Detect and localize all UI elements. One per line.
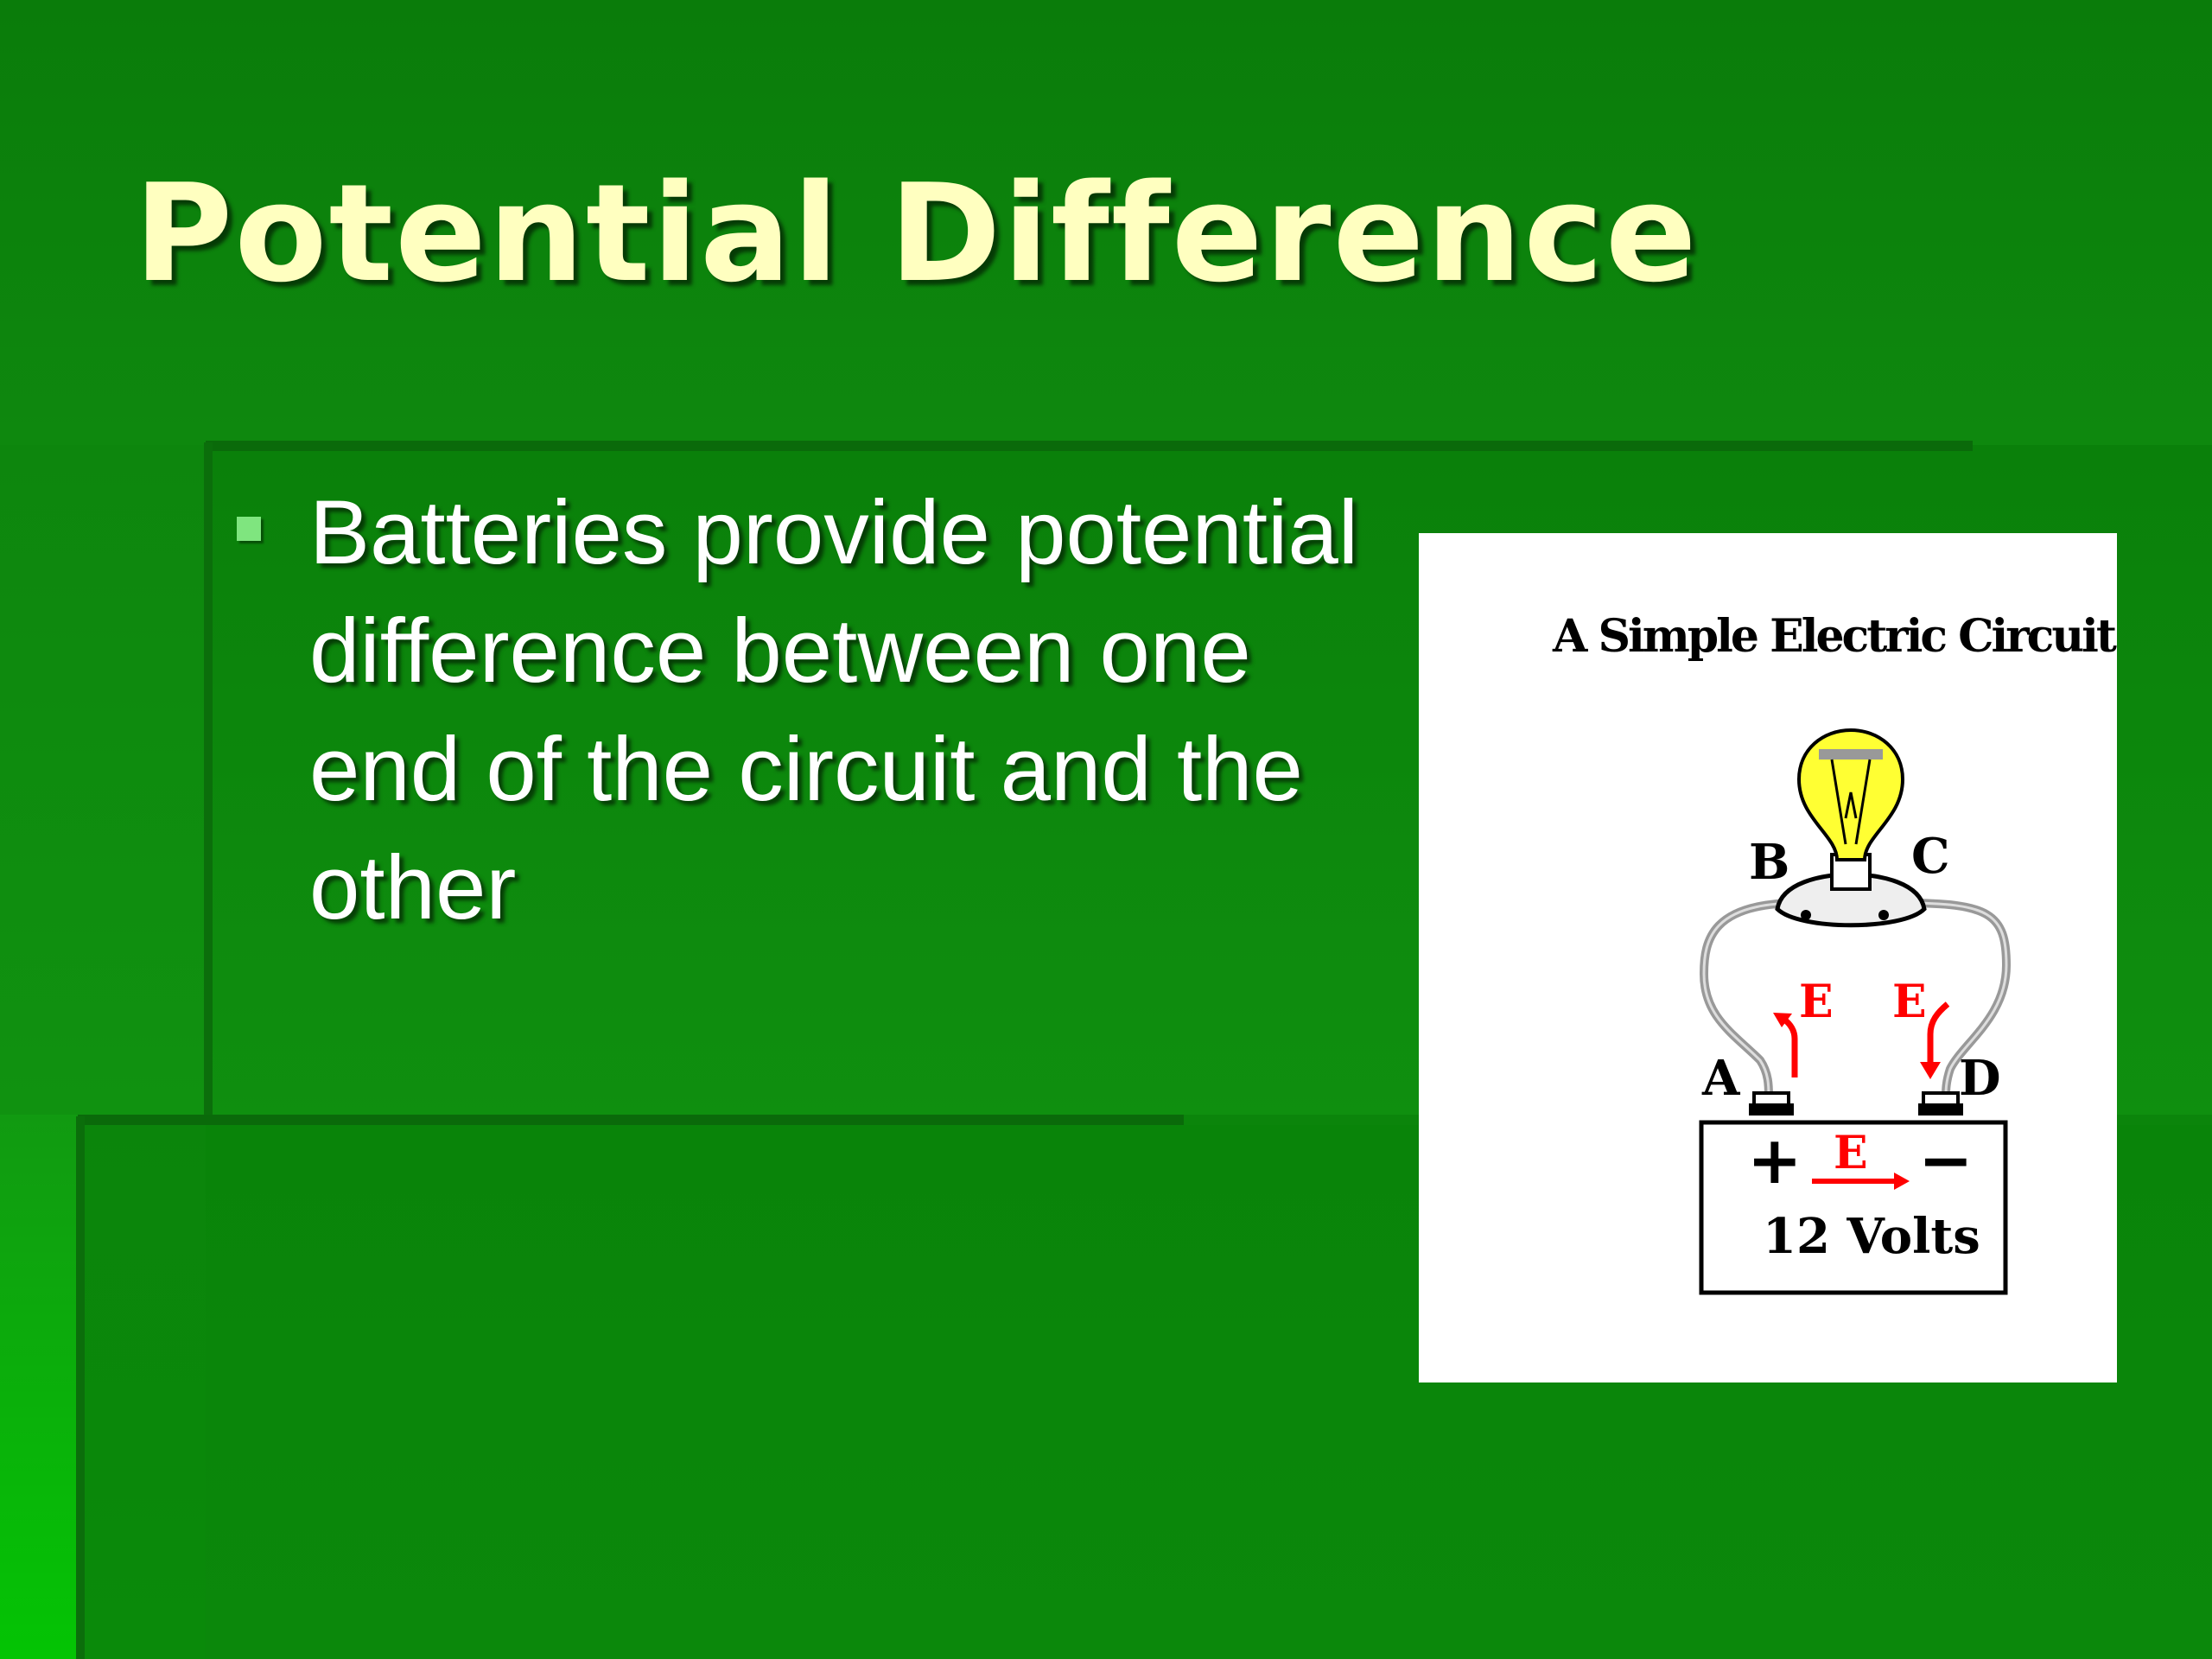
field-arrow-left-icon: [1773, 1013, 1798, 1077]
panel-edge-top: [206, 441, 1973, 451]
field-arrow-battery-icon: [1812, 1173, 1910, 1190]
bullet-list: Batteries provide potential difference b…: [225, 474, 1400, 947]
field-label-right: E: [1892, 976, 1927, 1028]
bullet-text: Batteries provide potential difference b…: [309, 482, 1359, 938]
minus-sign: −: [1918, 1122, 1974, 1198]
point-label-d: D: [1959, 1050, 2001, 1107]
left-wire-highlight: [1702, 901, 1800, 1097]
field-arrow-right-icon: [1920, 1001, 1950, 1079]
circuit-diagram: A Simple Electric Circuit B C A D: [1419, 533, 2117, 1382]
terminal-positive-base: [1749, 1103, 1794, 1116]
diagram-title: A Simple Electric Circuit: [1552, 610, 2117, 663]
panel-edge-lower-left: [76, 1116, 85, 1659]
battery-body: [1699, 1120, 2008, 1295]
light-bulb-icon: [1796, 728, 1905, 861]
terminal-positive: [1752, 1091, 1790, 1107]
panel-edge-lower-top: [78, 1115, 1184, 1125]
field-label-left: E: [1799, 976, 1834, 1028]
background-glow-left: [0, 1115, 79, 1659]
bullet-item: Batteries provide potential difference b…: [225, 474, 1400, 947]
terminal-negative: [1922, 1091, 1960, 1107]
terminal-negative-base: [1918, 1103, 1963, 1116]
battery-voltage-label: 12 Volts: [1763, 1208, 1980, 1265]
circuit-diagram-svg: A Simple Electric Circuit B C A D: [1552, 610, 2117, 1295]
right-wire-highlight: [1902, 901, 2008, 1097]
panel-edge-left: [204, 442, 213, 1121]
socket-contact-left: [1801, 910, 1811, 920]
point-label-c: C: [1911, 828, 1950, 885]
square-bullet-icon: [237, 517, 261, 541]
slide-title: Potential Difference: [134, 155, 1699, 312]
field-label-battery: E: [1834, 1127, 1868, 1179]
point-label-a: A: [1701, 1050, 1741, 1107]
socket-contact-right: [1878, 910, 1889, 920]
point-label-b: B: [1749, 834, 1789, 891]
plus-sign: +: [1747, 1122, 1802, 1198]
